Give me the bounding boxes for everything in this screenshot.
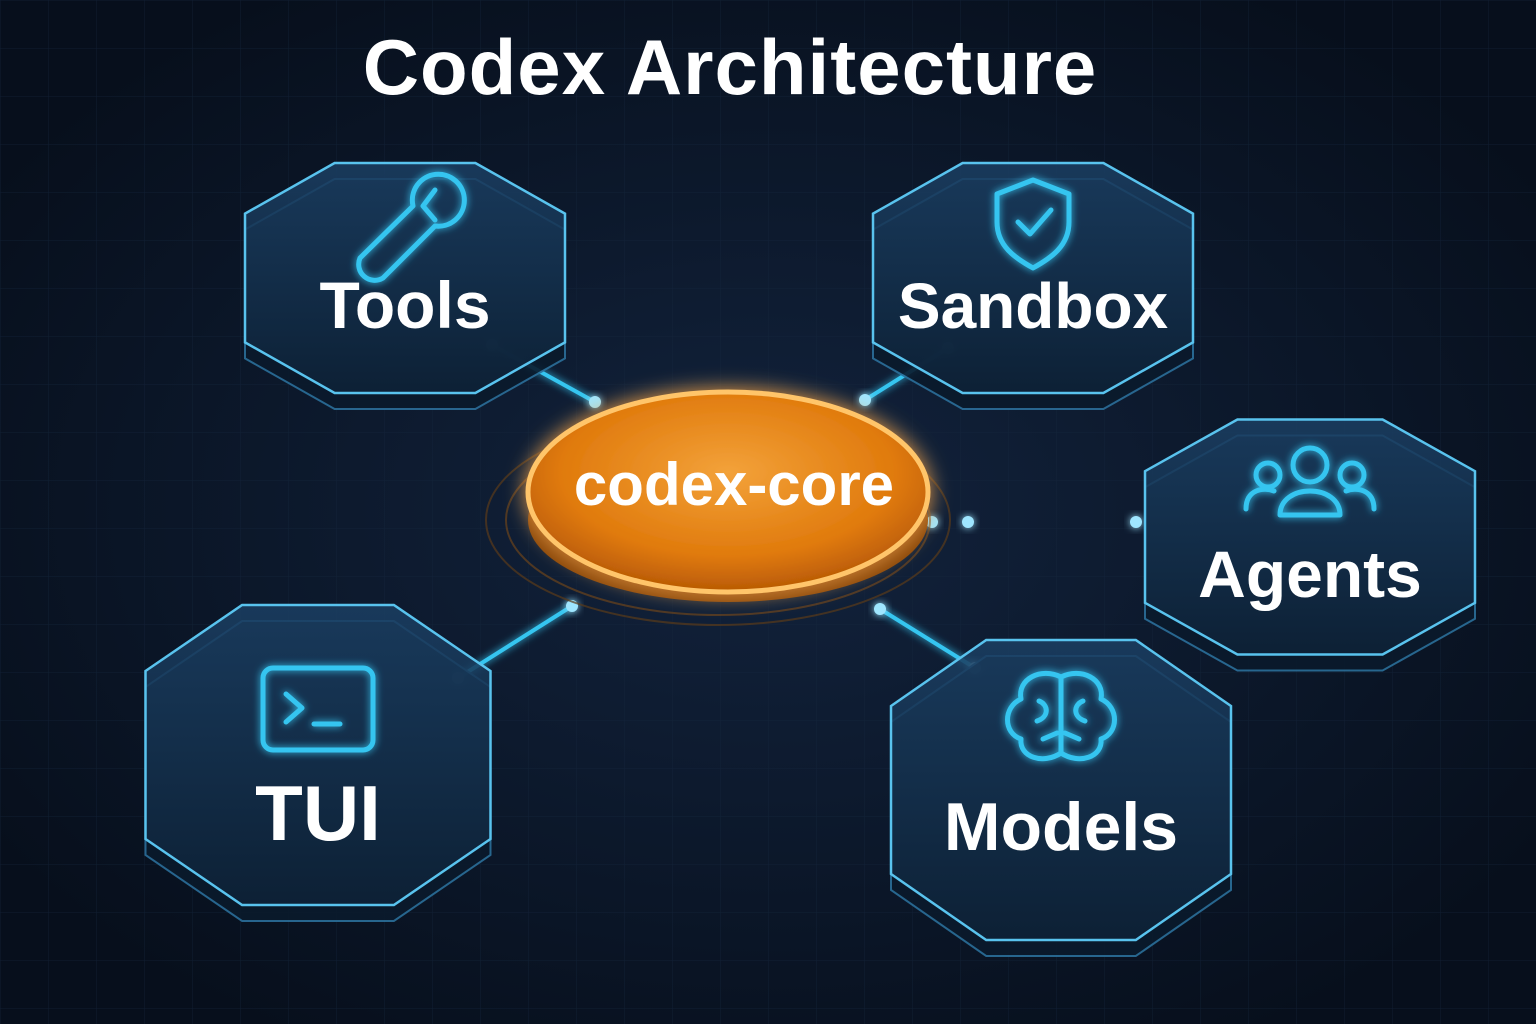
terminal-icon [260, 665, 376, 753]
connector-dot [962, 516, 974, 528]
brain-icon [1005, 670, 1117, 762]
module-models[interactable]: Models [889, 638, 1233, 957]
connector-dot [589, 396, 601, 408]
connector-dot [874, 603, 886, 615]
module-sandbox[interactable]: Sandbox [871, 161, 1195, 410]
module-tools[interactable]: Tools [243, 161, 567, 410]
connector-dot [1130, 516, 1142, 528]
module-panel [871, 161, 1195, 395]
codex-core-node[interactable]: codex-core [485, 389, 951, 626]
module-panel [1143, 418, 1477, 656]
module-label-models: Models [944, 789, 1178, 865]
wrench-icon [356, 171, 467, 283]
core-disc [525, 389, 931, 595]
module-label-tools: Tools [319, 268, 490, 342]
module-label-agents: Agents [1198, 537, 1422, 611]
module-label-sandbox: Sandbox [898, 270, 1169, 342]
connector-dot [859, 394, 871, 406]
page-title: Codex Architecture [362, 23, 1098, 111]
module-panel [889, 638, 1233, 942]
module-panel [144, 603, 492, 907]
module-agents[interactable]: Agents [1143, 418, 1477, 672]
shield-check-icon [994, 177, 1072, 271]
users-icon [1243, 445, 1377, 518]
core-label: codex-core [574, 451, 894, 518]
module-panel [243, 161, 567, 395]
module-label-tui: TUI [255, 769, 381, 857]
module-tui[interactable]: TUI [144, 603, 492, 922]
